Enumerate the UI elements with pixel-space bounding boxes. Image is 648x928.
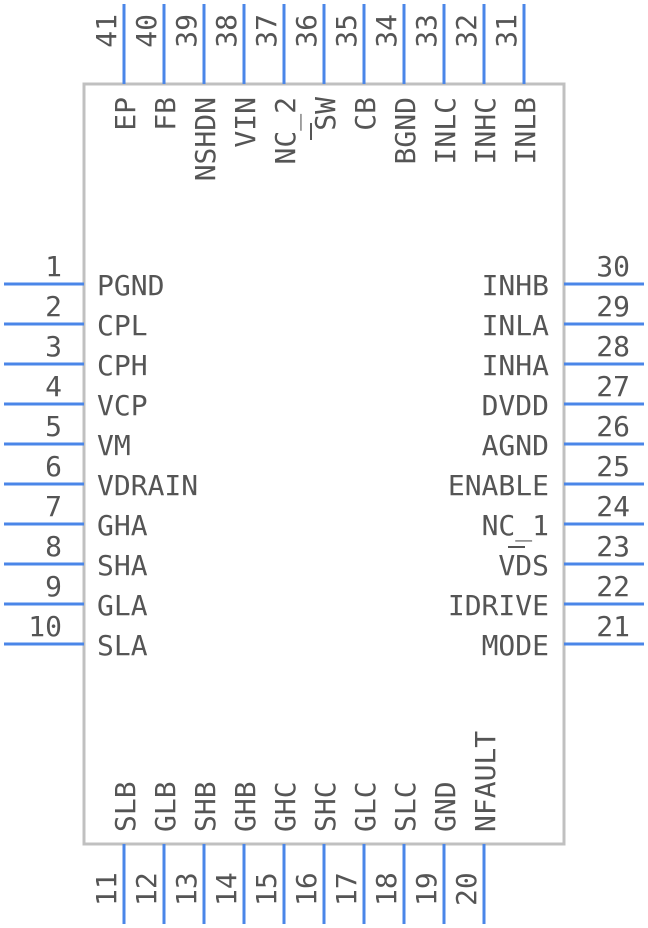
pin-27-number: 27 — [596, 370, 630, 403]
pin-31-number: 31 — [490, 14, 523, 48]
pin-12-number: 12 — [130, 872, 163, 906]
pin-21-label: MODE — [482, 629, 549, 662]
pin-30-number: 30 — [596, 250, 630, 283]
pin-12-label: GLB — [149, 781, 182, 832]
pin-32-number: 32 — [450, 14, 483, 48]
pin-20-label: NFAULT — [469, 731, 502, 832]
pin-29-number: 29 — [596, 290, 630, 323]
pin-34-number: 34 — [370, 14, 403, 48]
pin-15-number: 15 — [250, 872, 283, 906]
pin-30-label: INHB — [482, 269, 549, 302]
pin-37-number: 37 — [250, 14, 283, 48]
ic-package-body — [82, 82, 566, 846]
pin-18-number: 18 — [370, 872, 403, 906]
pin-33-label: INLC — [429, 97, 462, 164]
pin-39-number: 39 — [170, 14, 203, 48]
pin-2-label: CPL — [97, 309, 148, 342]
pin-24-label: NC_1 — [482, 509, 549, 543]
pin-27-label: DVDD — [482, 389, 549, 422]
pin-14-number: 14 — [210, 872, 243, 906]
pin-36-label: SW — [309, 97, 342, 131]
pin-4-label: VCP — [97, 389, 148, 422]
pin-40-label: FB — [149, 97, 182, 131]
pin-19-number: 19 — [410, 872, 443, 906]
pin-38-label: VIN — [229, 97, 262, 148]
pin-28-label: INHA — [482, 349, 550, 382]
pin-25-label: ENABLE — [448, 469, 549, 502]
pin-29-label: INLA — [482, 309, 550, 342]
pin-5-label: VM — [97, 429, 131, 462]
pin-15-label: GHC — [269, 781, 302, 832]
pin-10-label: SLA — [97, 629, 148, 662]
pin-37-label: NC_2 — [269, 97, 303, 164]
pin-41-number: 41 — [90, 14, 123, 48]
pin-33-number: 33 — [410, 14, 443, 48]
pin-9-number: 9 — [45, 570, 62, 603]
pin-17-number: 17 — [330, 872, 363, 906]
pin-16-label: SHC — [309, 781, 342, 832]
pin-34-label: BGND — [389, 97, 422, 164]
pin-26-number: 26 — [596, 410, 630, 443]
pin-20-number: 20 — [450, 872, 483, 906]
pin-4-number: 4 — [45, 370, 62, 403]
pin-31-label: INLB — [509, 97, 542, 164]
pin-18-label: SLC — [389, 781, 422, 832]
pin-32-label: INHC — [469, 97, 502, 164]
pin-36-number: 36 — [290, 14, 323, 48]
pin-25-number: 25 — [596, 450, 630, 483]
pin-8-label: SHA — [97, 549, 148, 582]
pin-9-label: GLA — [97, 589, 148, 622]
pin-17-label: GLC — [349, 781, 382, 832]
pin-38-number: 38 — [210, 14, 243, 48]
pin-23-label: VDS — [498, 549, 549, 582]
pin-11-number: 11 — [90, 872, 123, 906]
pin-24-number: 24 — [596, 490, 630, 523]
pin-26-label: AGND — [482, 429, 549, 462]
pin-22-label: IDRIVE — [448, 589, 549, 622]
pin-1-label: PGND — [97, 269, 164, 302]
pin-35-label: CB — [349, 97, 382, 131]
pin-5-number: 5 — [45, 410, 62, 443]
pin-8-number: 8 — [45, 530, 62, 563]
pin-13-number: 13 — [170, 872, 203, 906]
pin-28-number: 28 — [596, 330, 630, 363]
pin-7-number: 7 — [45, 490, 62, 523]
pin-22-number: 22 — [596, 570, 630, 603]
pin-6-label: VDRAIN — [97, 469, 198, 502]
pin-3-label: CPH — [97, 349, 148, 382]
pin-10-number: 10 — [28, 610, 62, 643]
pin-1-number: 1 — [45, 250, 62, 283]
pin-13-label: SHB — [189, 781, 222, 832]
pin-14-label: GHB — [229, 781, 262, 832]
pin-35-number: 35 — [330, 14, 363, 48]
pin-6-number: 6 — [45, 450, 62, 483]
pin-11-label: SLB — [109, 781, 142, 832]
pin-19-label: GND — [429, 781, 462, 832]
pin-40-number: 40 — [130, 14, 163, 48]
pin-39-label: NSHDN — [189, 97, 222, 181]
pin-2-number: 2 — [45, 290, 62, 323]
pin-16-number: 16 — [290, 872, 323, 906]
pin-7-label: GHA — [97, 509, 148, 542]
pin-3-number: 3 — [45, 330, 62, 363]
pin-21-number: 21 — [596, 610, 630, 643]
pin-41-label: EP — [109, 97, 142, 131]
pin-23-number: 23 — [596, 530, 630, 563]
